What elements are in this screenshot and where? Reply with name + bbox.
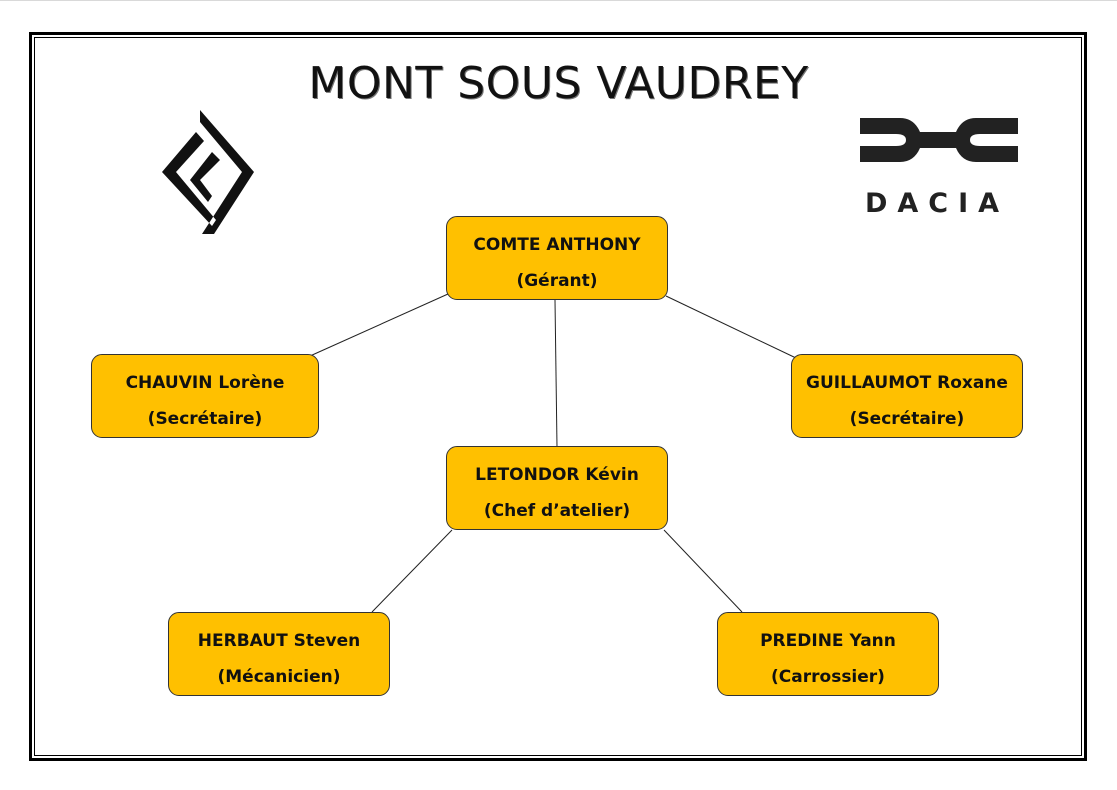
edge-comte-letondor [554, 299, 558, 448]
node-name: GUILLAUMOT Roxane [806, 373, 1008, 393]
renault-diamond-logo-icon [162, 110, 254, 234]
node-name: COMTE ANTHONY [473, 235, 641, 255]
org-node-comte: COMTE ANTHONY (Gérant) [446, 216, 668, 300]
org-node-herbaut: HERBAUT Steven (Mécanicien) [168, 612, 390, 696]
org-node-letondor: LETONDOR Kévin (Chef d’atelier) [446, 446, 668, 530]
node-name: CHAUVIN Lorène [125, 373, 285, 393]
node-role: (Mécanicien) [217, 667, 341, 687]
page-border-inner [34, 37, 1082, 756]
dacia-wordmark: DACIA [865, 188, 1009, 216]
edge-letondor-herbaut [371, 529, 453, 613]
node-name: PREDINE Yann [760, 631, 896, 651]
node-role: (Gérant) [516, 271, 598, 291]
org-node-predine: PREDINE Yann (Carrossier) [717, 612, 939, 696]
node-role: (Secrétaire) [147, 409, 263, 429]
top-divider [0, 0, 1117, 1]
node-role: (Secrétaire) [849, 409, 965, 429]
edge-letondor-predine [663, 529, 743, 613]
page-border-outer [29, 32, 1087, 761]
node-name: LETONDOR Kévin [475, 465, 639, 485]
page-title: MONT SOUS VAUDREY [308, 58, 809, 109]
org-node-guillaumot: GUILLAUMOT Roxane (Secrétaire) [791, 354, 1023, 438]
node-role: (Chef d’atelier) [483, 501, 631, 521]
org-node-chauvin: CHAUVIN Lorène (Secrétaire) [91, 354, 319, 438]
edge-comte-guillaumot [665, 295, 797, 359]
dacia-logo-icon: DACIA [860, 118, 1018, 216]
edge-comte-chauvin [309, 293, 449, 357]
node-role: (Carrossier) [771, 667, 885, 687]
node-name: HERBAUT Steven [197, 631, 361, 651]
